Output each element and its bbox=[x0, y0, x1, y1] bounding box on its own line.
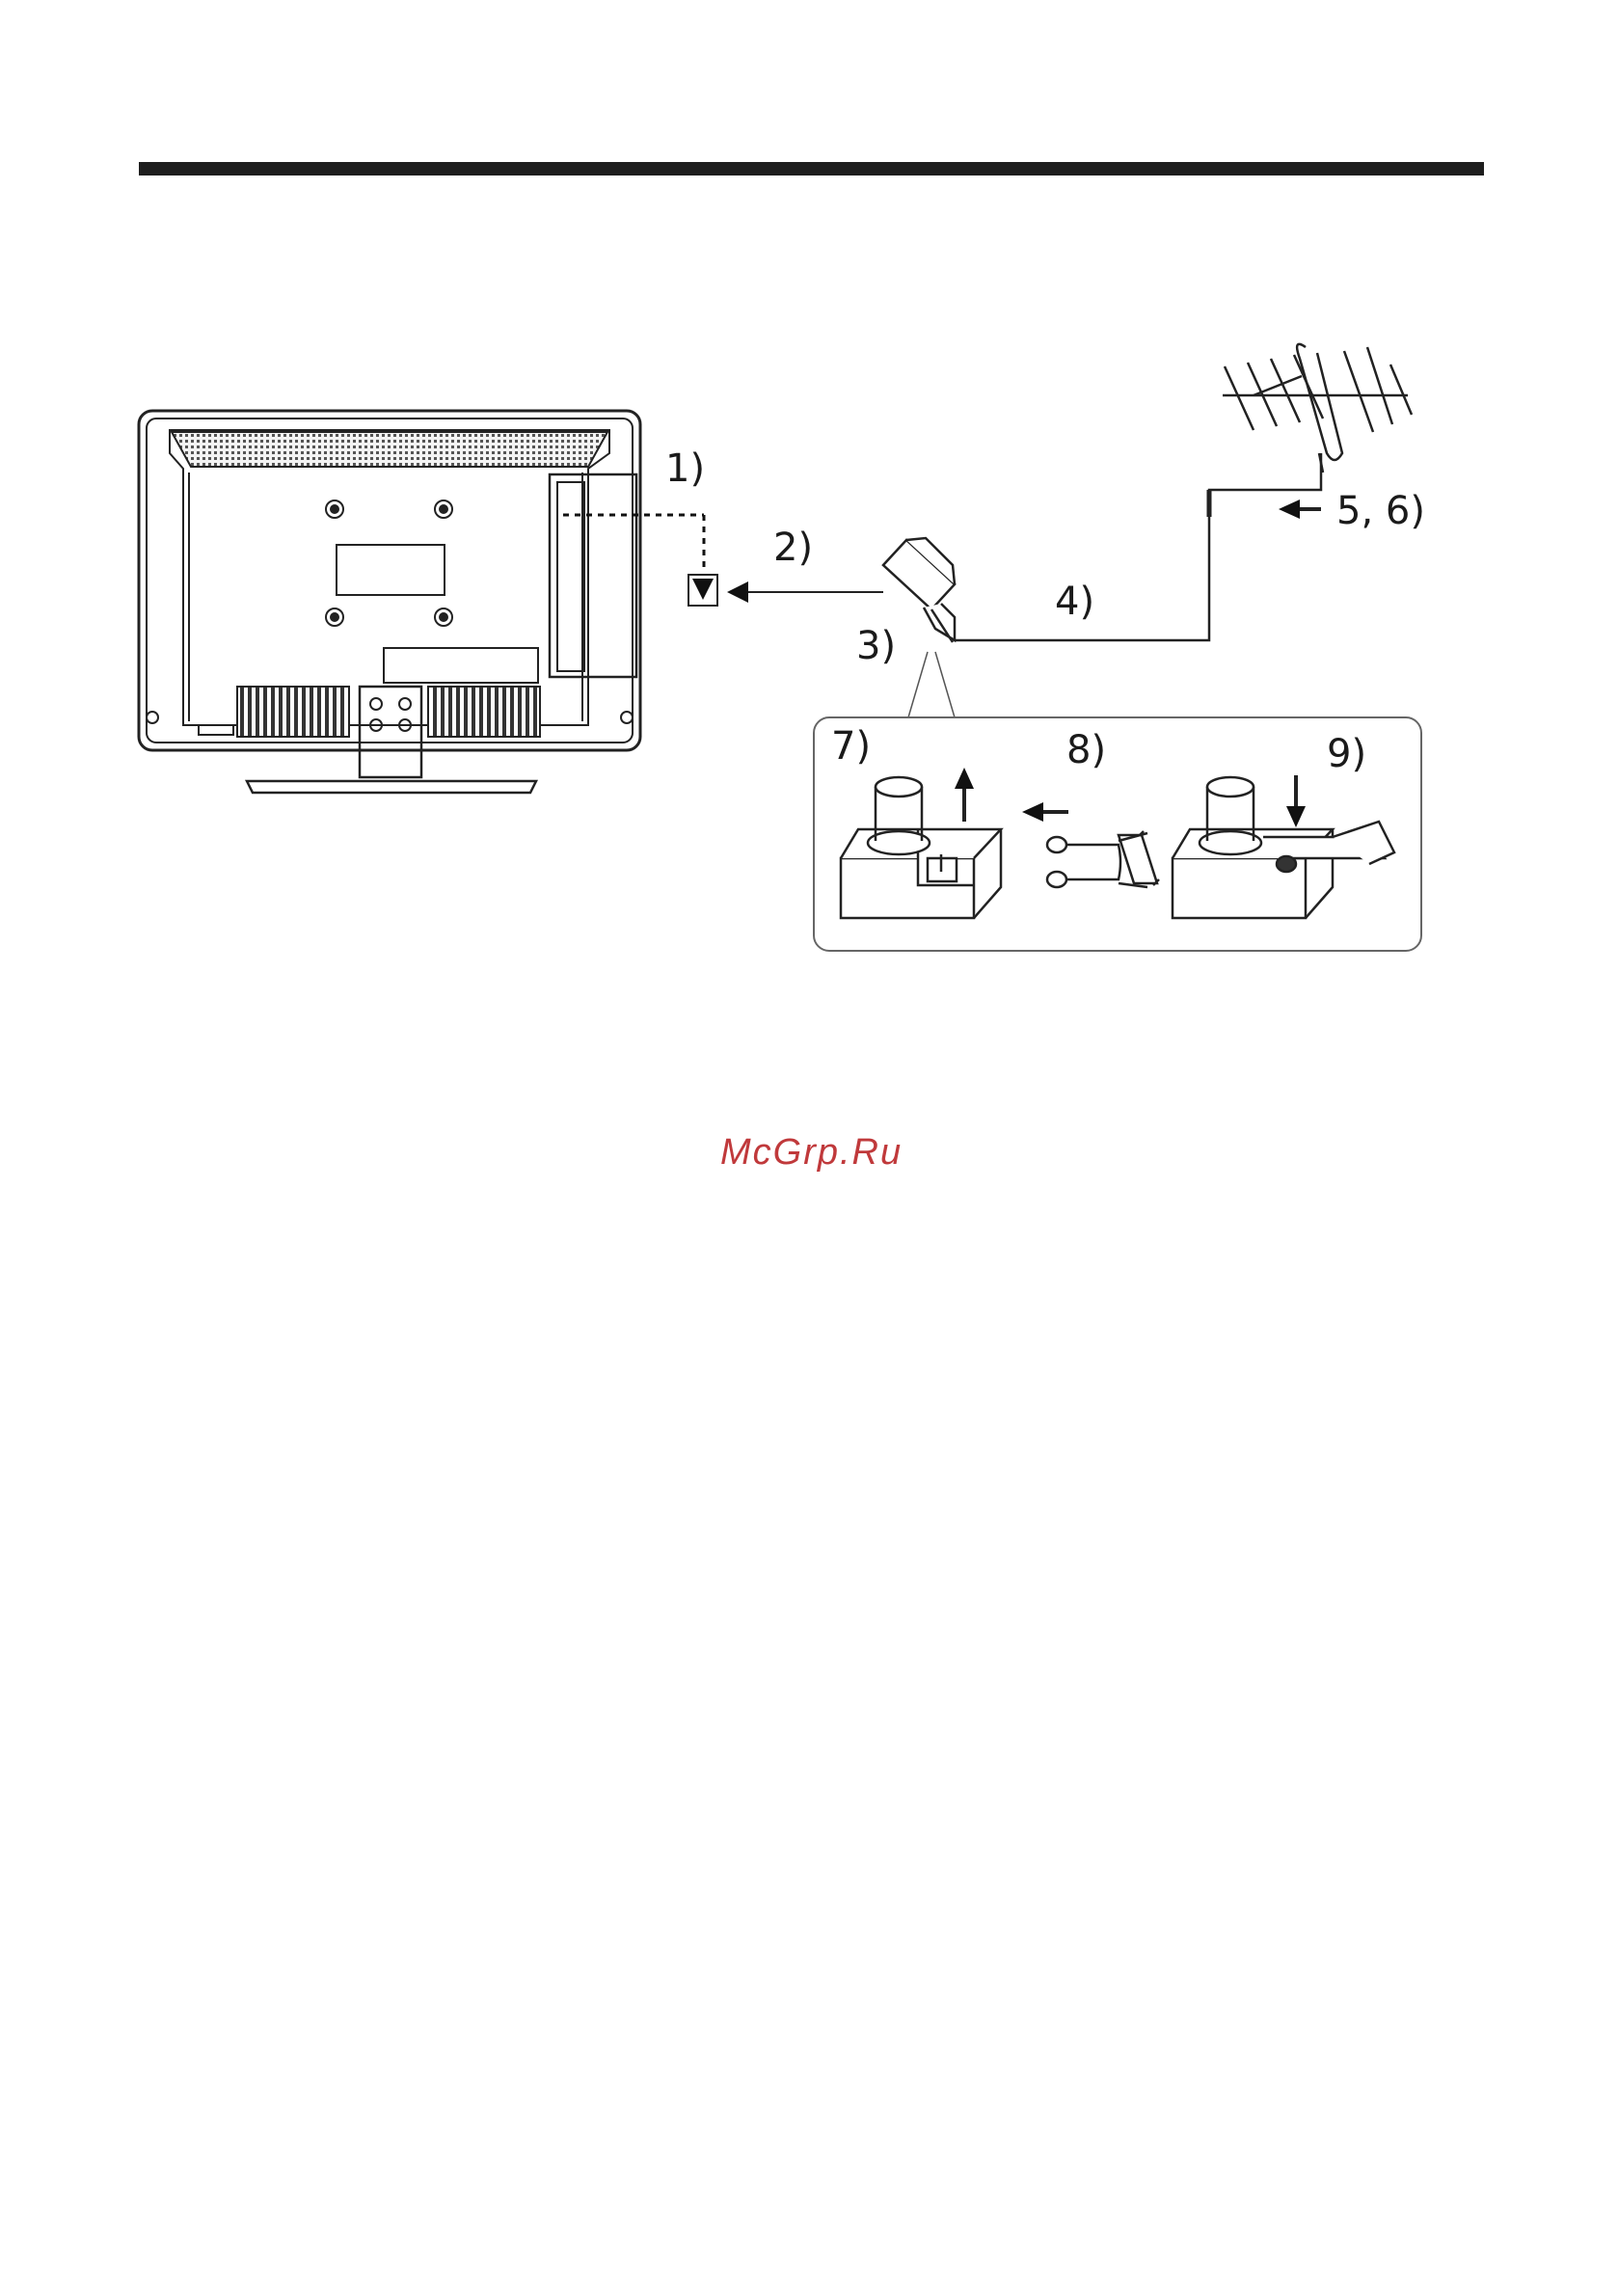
watermark: McGrp.Ru bbox=[720, 1132, 903, 1174]
step-label-7: 7) bbox=[831, 727, 871, 766]
header-rule bbox=[139, 162, 1484, 176]
callout-lines bbox=[908, 652, 955, 717]
step-label-5-6: 5, 6) bbox=[1336, 492, 1425, 530]
arrow-icon bbox=[727, 581, 883, 603]
step-label-8: 8) bbox=[1066, 731, 1106, 770]
yagi-antenna bbox=[1223, 344, 1412, 490]
antenna-cable bbox=[955, 490, 1254, 640]
step-label-2: 2) bbox=[773, 528, 813, 567]
antenna-input-socket-icon bbox=[688, 575, 717, 606]
step-label-9: 9) bbox=[1327, 735, 1366, 773]
tv-rear-panel bbox=[139, 411, 640, 793]
arrow-icon bbox=[1279, 500, 1321, 519]
step-label-4: 4) bbox=[1055, 582, 1094, 621]
step-label-3: 3) bbox=[856, 627, 896, 665]
step-label-1: 1) bbox=[665, 449, 705, 488]
